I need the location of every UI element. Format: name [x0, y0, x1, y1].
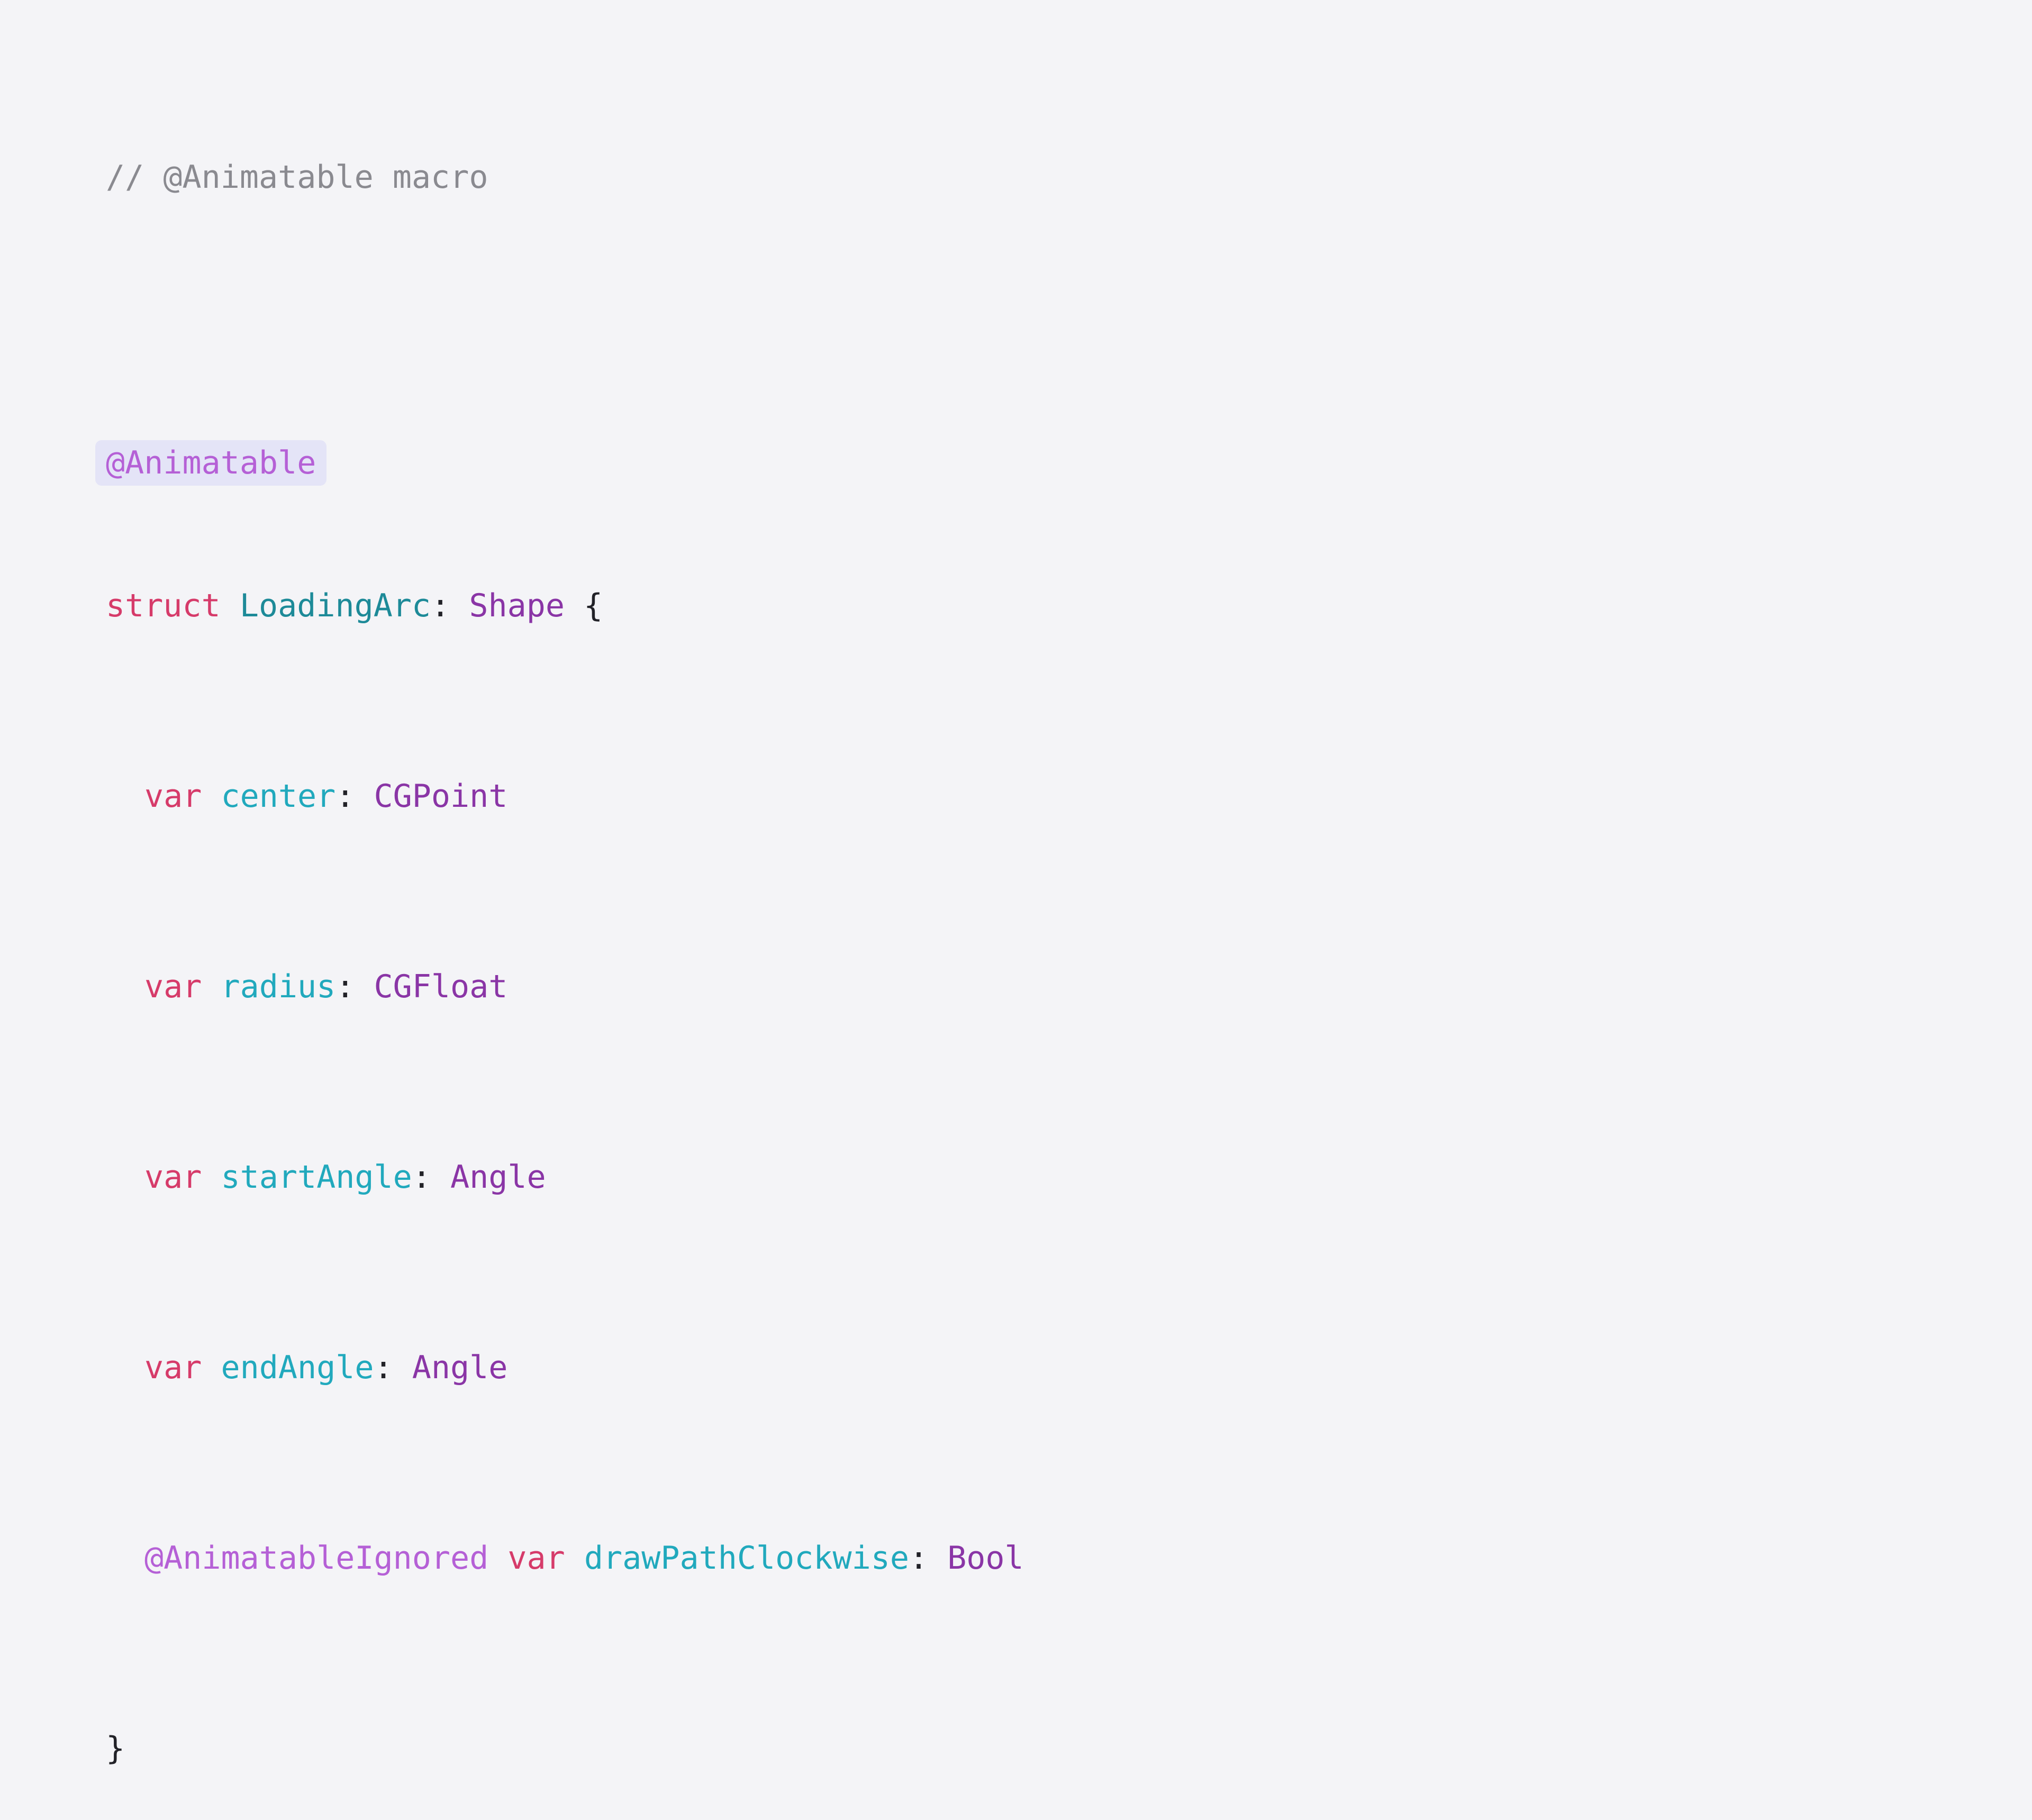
property-name: startAngle [221, 1159, 412, 1196]
comment-text: // @Animatable macro [106, 159, 488, 196]
struct-keyword: struct [106, 587, 221, 624]
property-line-end-angle: var endAngle: Angle [144, 1349, 508, 1386]
struct-name: LoadingArc [239, 587, 431, 624]
property-name: drawPathClockwise [584, 1540, 909, 1577]
property-type: CGPoint [374, 778, 508, 815]
struct-declaration-line: struct LoadingArc: Shape { [106, 587, 603, 624]
var-keyword: var [144, 1159, 202, 1196]
property-name: endAngle [221, 1349, 374, 1386]
property-line-center: var center: CGPoint [144, 778, 508, 815]
close-brace: } [106, 1730, 125, 1767]
property-type: CGFloat [374, 968, 508, 1005]
protocol-name: Shape [469, 587, 565, 624]
animatable-ignored-attribute: @AnimatableIgnored [144, 1540, 489, 1577]
property-line-start-angle: var startAngle: Angle [144, 1159, 546, 1196]
open-brace: { [584, 587, 603, 624]
var-keyword: var [144, 778, 202, 815]
blank-line [106, 296, 1024, 344]
property-line-radius: var radius: CGFloat [144, 968, 508, 1005]
property-name: center [221, 778, 336, 815]
closing-brace-line: } [106, 1725, 1024, 1772]
var-keyword: var [507, 1540, 565, 1577]
animatable-macro-highlight: @Animatable [95, 440, 327, 486]
comment-line: // @Animatable macro [106, 153, 1024, 201]
var-keyword: var [144, 968, 202, 1005]
property-type: Angle [450, 1159, 546, 1196]
property-type: Bool [947, 1540, 1024, 1577]
property-line-draw-path-clockwise: @AnimatableIgnored var drawPathClockwise… [144, 1540, 1024, 1577]
var-keyword: var [144, 1349, 202, 1386]
property-type: Angle [412, 1349, 508, 1386]
property-name: radius [221, 968, 336, 1005]
macro-line: @Animatable [95, 439, 1024, 487]
code-block: // @Animatable macro @Animatable struct … [95, 58, 1024, 1820]
